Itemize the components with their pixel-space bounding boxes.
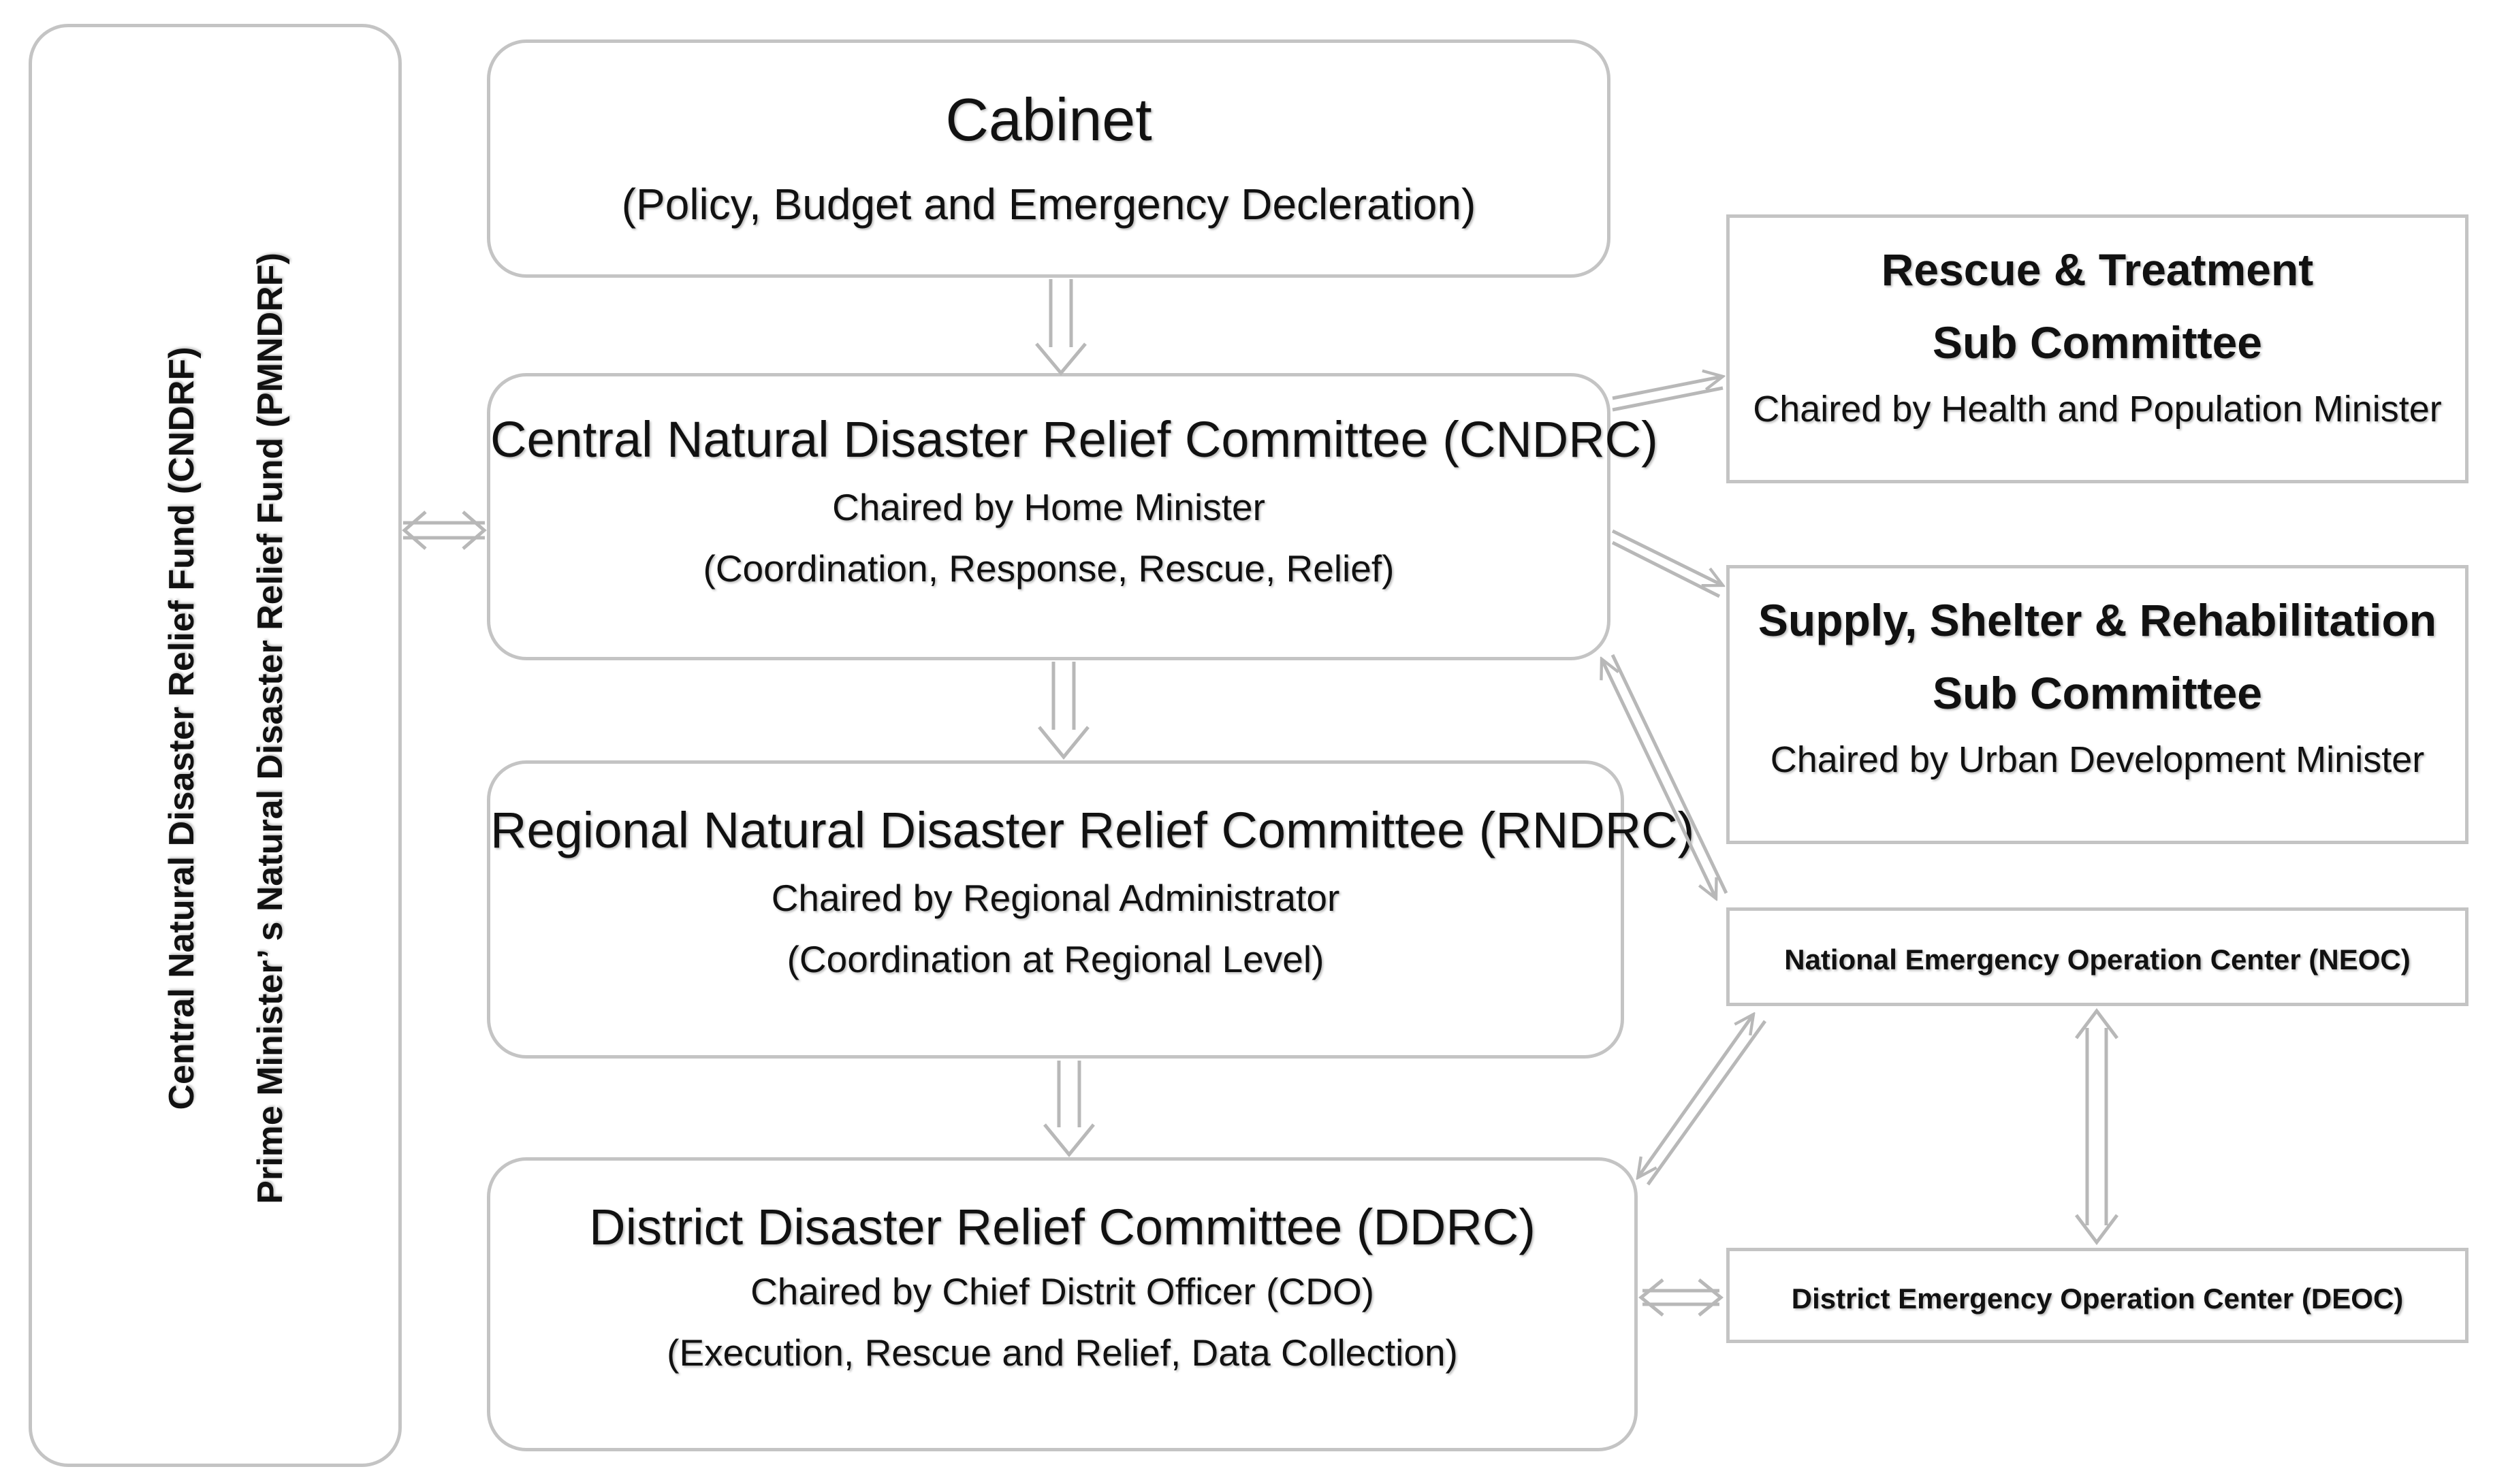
rndrc-box: Regional Natural Disaster Relief Committ… — [487, 760, 1695, 1059]
ddrc-title: District Disaster Relief Committee (DDRC… — [589, 1199, 1536, 1255]
deoc-label: District Emergency Operation Center (DEO… — [1791, 1283, 2404, 1314]
rndrc-role: (Coordination at Regional Level) — [787, 938, 1324, 980]
arrow-neoc-ddrc — [1638, 1014, 1767, 1186]
rescue-subcommittee-box: Rescue & Treatment Sub Committee Chaired… — [1726, 214, 2468, 483]
rndrc-chair: Chaired by Regional Administrator — [771, 877, 1340, 919]
arrow-fund-cndrc — [402, 511, 487, 550]
arrow-cndrc-to-supply — [1611, 529, 1723, 598]
ddrc-box: District Disaster Relief Committee (DDRC… — [487, 1157, 1638, 1451]
deoc-box: District Emergency Operation Center (DEO… — [1726, 1248, 2468, 1343]
cndrc-title: Central Natural Disaster Relief Committe… — [490, 411, 1658, 468]
rndrc-title: Regional Natural Disaster Relief Committ… — [490, 802, 1695, 858]
rescue-title-line2: Sub Committee — [1932, 317, 2263, 368]
arrow-cndrc-neoc — [1602, 654, 1728, 899]
rescue-title-line1: Rescue & Treatment — [1881, 244, 2314, 295]
arrow-ddrc-deoc — [1638, 1278, 1724, 1317]
cndrc-box: Central Natural Disaster Relief Committe… — [487, 373, 1658, 660]
arrow-rndrc-to-ddrc — [1043, 1061, 1095, 1157]
supply-chair: Chaired by Urban Development Minister — [1770, 739, 2425, 780]
fund-panel: Central Natural Disaster Relief Fund (CN… — [29, 24, 402, 1467]
supply-subcommittee-box: Supply, Shelter & Rehabilitation Sub Com… — [1726, 565, 2468, 844]
cabinet-title: Cabinet — [945, 86, 1152, 153]
cabinet-box: Cabinet (Policy, Budget and Emergency De… — [487, 39, 1610, 278]
arrow-neoc-deoc — [2075, 1007, 2118, 1246]
ddrc-role: (Execution, Rescue and Relief, Data Coll… — [667, 1332, 1458, 1374]
supply-title-line2: Sub Committee — [1932, 668, 2263, 718]
neoc-label: National Emergency Operation Center (NEO… — [1784, 943, 2411, 975]
neoc-box: National Emergency Operation Center (NEO… — [1726, 907, 2468, 1006]
cndrc-chair: Chaired by Home Minister — [832, 486, 1265, 528]
arrow-cndrc-to-rndrc — [1038, 662, 1090, 760]
cabinet-subtitle: (Policy, Budget and Emergency Decleratio… — [621, 180, 1476, 229]
supply-title-line1: Supply, Shelter & Rehabilitation — [1758, 595, 2437, 645]
arrow-cndrc-to-rescue — [1612, 376, 1723, 412]
ddrc-chair: Chaired by Chief Distrit Officer (CDO) — [750, 1270, 1374, 1312]
rescue-chair: Chaired by Health and Population Ministe… — [1753, 389, 2442, 430]
arrow-cabinet-to-cndrc — [1035, 279, 1087, 376]
cndrc-role: (Coordination, Response, Rescue, Relief) — [703, 547, 1395, 590]
